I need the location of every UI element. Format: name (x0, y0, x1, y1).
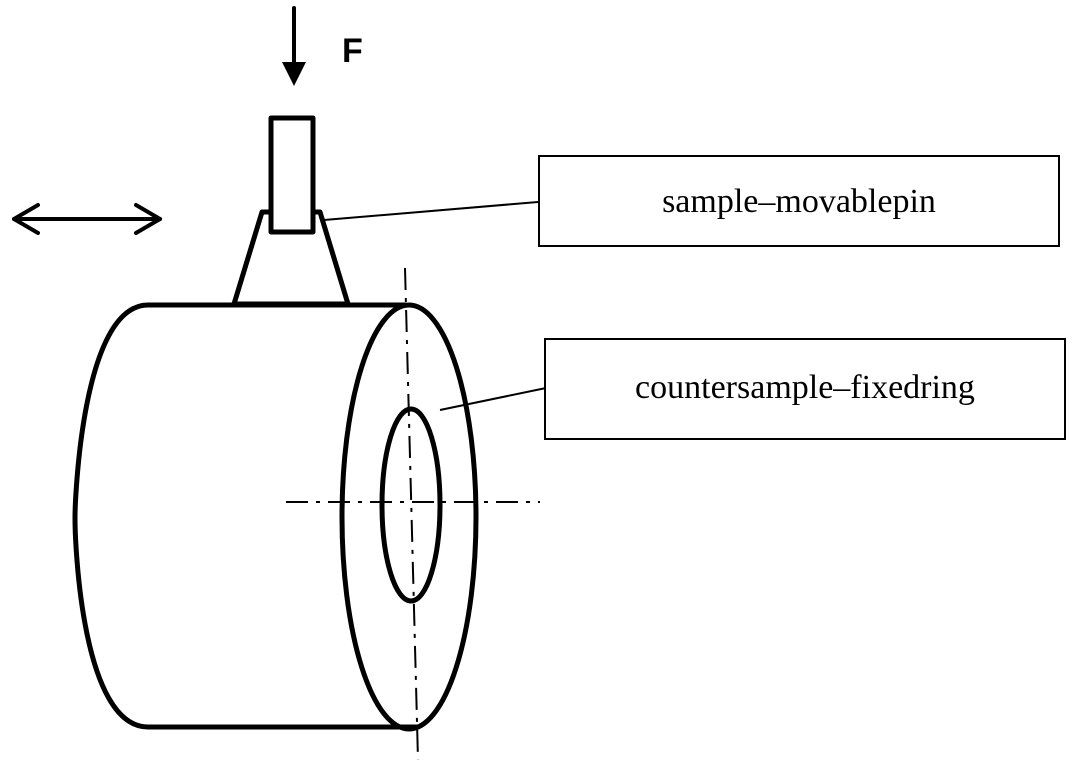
pin-leader-line (323, 201, 539, 221)
force-label: F (342, 32, 363, 70)
vertical-center-line (404, 267, 419, 761)
ring-bore (379, 406, 443, 604)
pin-label-box: sample–movablepin (538, 155, 1060, 247)
ring-label-text: countersample–fixedring (635, 369, 975, 406)
movable-pin (268, 115, 316, 235)
ring-front-face (339, 302, 479, 732)
ring-leader-line (439, 387, 547, 411)
pin-label-text: sample–movablepin (662, 183, 936, 220)
reciprocating-motion-arrow (12, 203, 162, 235)
force-arrow (282, 6, 306, 86)
ring-cylinder-body (72, 302, 421, 730)
ring-label-box: countersample–fixedring (544, 338, 1066, 440)
